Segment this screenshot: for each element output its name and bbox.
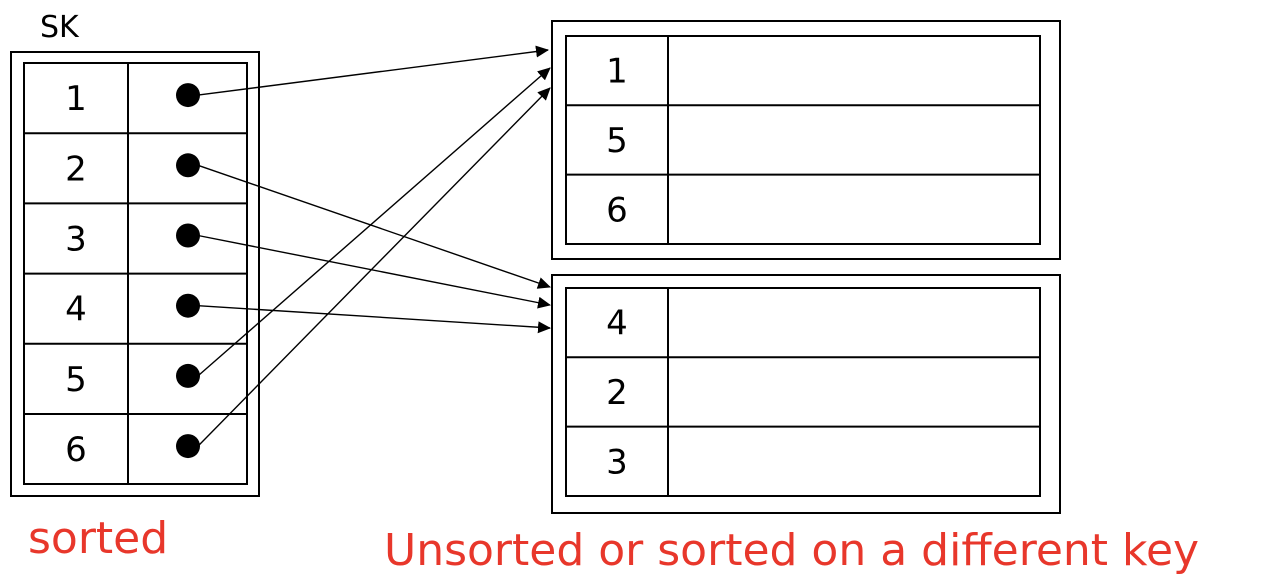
index-rows: 1 2 3 4 5 6 [24,79,247,470]
index-key: 2 [65,149,87,189]
pointer-arrow [197,164,551,289]
block2-rows: 4 2 3 [566,304,1040,482]
block1-inner-border [565,35,1041,245]
pointer-arrow [197,305,551,334]
index-key: 3 [65,220,87,260]
pointer-dot [176,363,200,388]
index-key: 4 [65,290,87,330]
index-outer-border [10,51,260,497]
pointer-arrows [197,45,551,447]
pointer-arrow [197,67,551,377]
index-key: 6 [65,430,87,470]
block-key: 1 [606,52,628,92]
block1-outer-border [551,20,1061,260]
pointer-dot [176,434,200,459]
pointer-dot [176,153,200,178]
index-key: 5 [65,360,87,400]
block2-outer-border [551,274,1061,514]
pointer-dot [176,83,200,108]
block2-inner-border [565,287,1041,497]
index-title: SK [40,10,80,45]
index-key: 1 [65,79,87,119]
pointer-dot [176,293,200,318]
block-key: 5 [606,121,628,161]
pointer-arrow [197,234,551,309]
data-caption: Unsorted or sorted on a different key [384,525,1199,576]
pointer-arrow [197,45,549,96]
block1-rows: 1 5 6 [566,52,1040,230]
block-key: 3 [606,442,628,482]
block-key: 6 [606,190,628,230]
block-key: 2 [606,373,628,413]
pointer-arrow [197,87,551,447]
block-key: 4 [606,304,628,344]
pointer-dot [176,223,200,248]
index-caption: sorted [28,513,168,564]
